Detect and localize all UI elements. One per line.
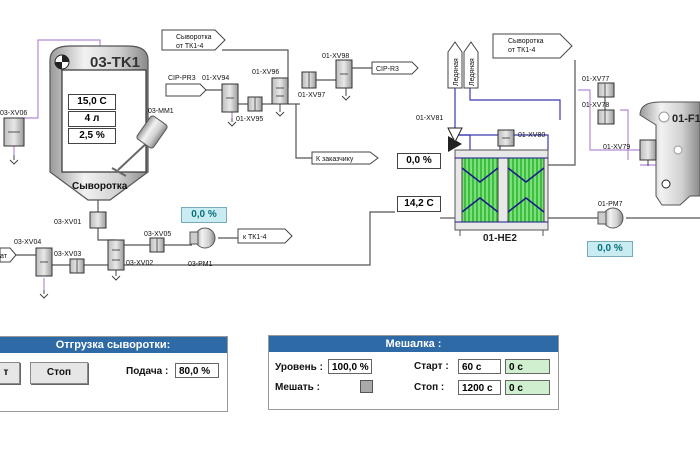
- flow-tags: [0, 29, 573, 263]
- level-value: 100,0 %: [328, 359, 372, 374]
- label-01-he2: 01-HE2: [483, 233, 517, 244]
- label-01-pm7: 01-PM7: [598, 201, 623, 208]
- hx-outlet-temperature: 14,2 С: [397, 196, 441, 212]
- feed-input[interactable]: 80,0 %: [175, 363, 219, 378]
- label-01-xv80: 01-XV80: [518, 132, 545, 139]
- pump-03-pm1-icon[interactable]: [189, 227, 216, 249]
- label-03-xv02: 03-XV02: [126, 260, 153, 267]
- label-01-xv77: 01-XV77: [582, 76, 609, 83]
- pump-03-pm1-output: 0,0 %: [181, 207, 227, 223]
- label-01-f1: 01-F1: [672, 113, 700, 125]
- tank-concentration: 2,5 %: [68, 128, 116, 144]
- label-03-xv06: 03-XV06: [0, 110, 27, 117]
- level-label: Уровень :: [275, 362, 323, 373]
- label-03-xv04: 03-XV04: [14, 239, 41, 246]
- tag-whey-from-tk-right-line1: Сыворотка: [508, 38, 544, 45]
- pump-01-pm7-icon[interactable]: [597, 207, 624, 229]
- tag-to-customer: К заказчику: [316, 156, 354, 163]
- mixer-stop-remaining: 0 с: [505, 380, 550, 395]
- tag-whey-from-tk-right-line2: от ТК1-4: [508, 47, 535, 54]
- label-03-xv01: 03-XV01: [54, 219, 81, 226]
- tank-product: Сыворотка: [72, 181, 128, 192]
- label-01-xv97: 01-XV97: [298, 92, 325, 99]
- mix-label: Мешать :: [275, 382, 320, 393]
- hx-valve-position: 0,0 %: [397, 153, 441, 169]
- label-03-mm1: 03-MM1: [148, 108, 174, 115]
- valve-01-xv81-icon[interactable]: [447, 127, 463, 152]
- label-03-pm1: 03-PM1: [188, 261, 213, 268]
- label-01-xv78: 01-XV78: [582, 102, 609, 109]
- process-pipes: [14, 49, 700, 266]
- mixer-start-label: Старт :: [414, 361, 449, 372]
- mixer-stop-setpoint[interactable]: 1200 с: [458, 380, 501, 395]
- filter-01-f1[interactable]: [639, 101, 700, 206]
- tag-whey-from-tk-line1: Сыворотка: [176, 34, 212, 41]
- label-01-xv94: 01-XV94: [202, 75, 229, 82]
- label-01-xv98: 01-XV98: [322, 53, 349, 60]
- tag-cip-pr3: CIP-PR3: [168, 75, 196, 82]
- mix-checkbox[interactable]: [360, 380, 373, 393]
- label-01-xv95: 01-XV95: [236, 116, 263, 123]
- unload-start-button[interactable]: т: [0, 362, 20, 384]
- tank-temperature: 15,0 С: [68, 94, 116, 110]
- tag-left-at: ат: [0, 253, 8, 260]
- label-03-xv05: 03-XV05: [144, 231, 171, 238]
- ice-water-lines: [454, 88, 561, 160]
- tag-ice-water-1: Ледяная: [453, 58, 460, 86]
- label-01-xv79: 01-XV79: [603, 144, 630, 151]
- tank-name: 03-TK1: [90, 54, 141, 71]
- mixer-start-remaining: 0 с: [505, 359, 550, 374]
- mixer-motor-icon[interactable]: [111, 115, 168, 177]
- pump-01-pm7-output: 0,0 %: [587, 241, 633, 257]
- tag-cip-r3: CIP-R3: [376, 66, 399, 73]
- feed-label: Подача :: [126, 366, 169, 377]
- mixer-panel-title: Мешалка :: [269, 336, 558, 352]
- tank-volume: 4 л: [68, 111, 116, 127]
- label-01-xv81: 01-XV81: [416, 115, 443, 122]
- unload-panel-title: Отгрузка сыворотки:: [0, 337, 227, 353]
- label-01-xv96: 01-XV96: [252, 69, 279, 76]
- mixer-stop-label: Стоп :: [414, 382, 445, 393]
- heat-exchanger-01-he2[interactable]: [454, 149, 549, 236]
- tag-to-tk: к ТК1-4: [243, 234, 267, 241]
- tag-whey-from-tk-line2: от ТК1-4: [176, 43, 203, 50]
- mixer-start-setpoint[interactable]: 60 с: [458, 359, 501, 374]
- tag-ice-water-2: Ледяная: [469, 58, 476, 86]
- label-03-xv03: 03-XV03: [54, 251, 81, 258]
- unload-stop-button[interactable]: Стоп: [30, 362, 88, 384]
